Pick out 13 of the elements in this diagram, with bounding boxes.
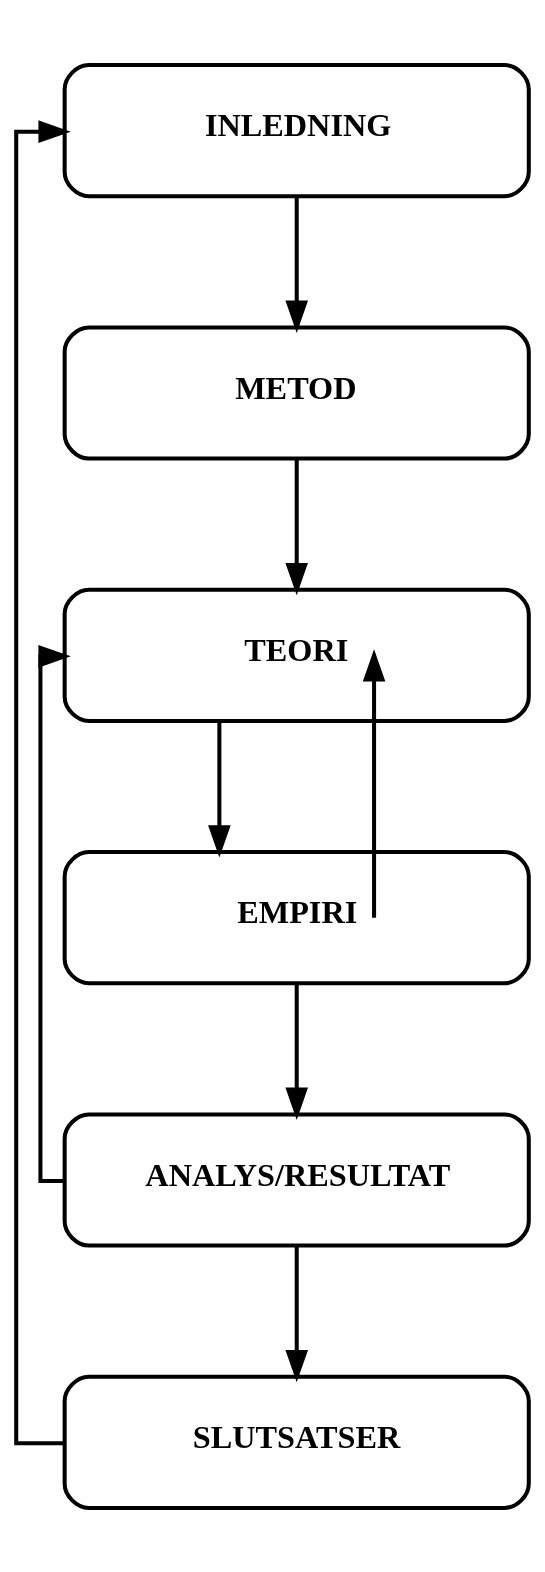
arrow xyxy=(362,648,386,918)
node-box: METOD xyxy=(62,324,531,461)
arrow xyxy=(285,983,309,1120)
arrow xyxy=(14,119,71,1445)
arrow xyxy=(285,458,309,595)
arrow xyxy=(208,721,231,858)
node-box: SLUTSATSER xyxy=(62,1374,531,1510)
arrow xyxy=(285,1245,309,1382)
node-box: TEORI xyxy=(62,587,531,723)
arrow xyxy=(285,196,309,333)
node-box: ANALYS/RESULTAT xyxy=(62,1111,531,1248)
node-box: EMPIRI xyxy=(62,849,531,985)
node-box: INLEDNING xyxy=(62,62,531,198)
